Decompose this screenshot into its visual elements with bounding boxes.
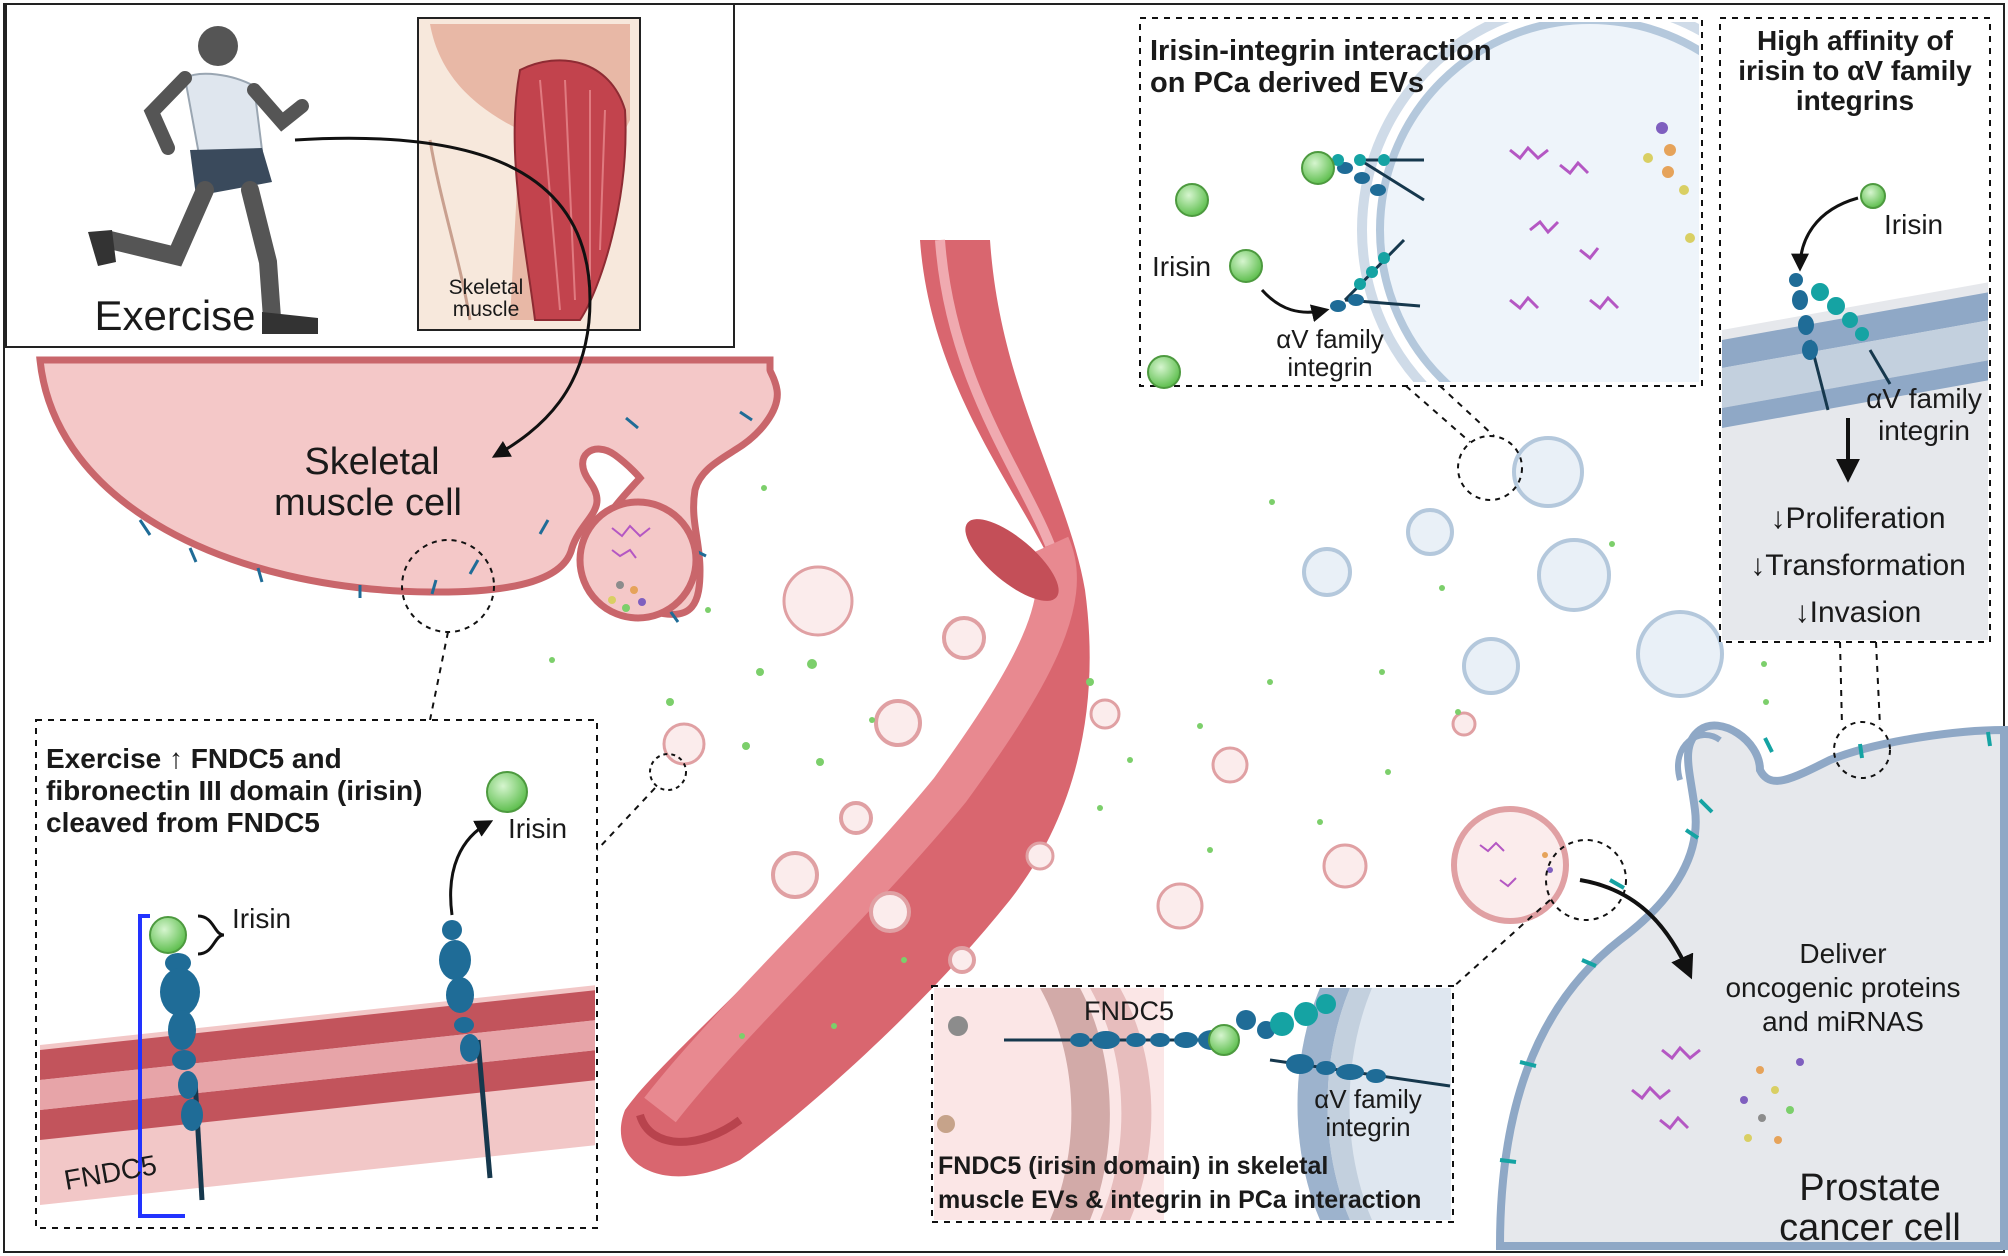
integrin-zoom-connector-b [1439,385,1495,437]
muscle-cell-label-line1: Skeletal [304,441,439,483]
fndc5-protein [160,953,205,1201]
affinity-title-line2: irisin to αV family [1738,55,1972,86]
ev-caption-line1: FNDC5 (irisin domain) in skeletal [938,1152,1328,1180]
ev-integrin-line1: αV family [1314,1084,1422,1114]
affinity-zoom-connector-b [1875,641,1881,727]
fndc5-title-line2: fibronectin III domain (irisin) [46,775,422,806]
cancer-cell-label-line1: Prostate [1799,1167,1941,1209]
affinity-effect-1: ↓Proliferation [1770,502,1945,535]
irisin-brace [197,914,225,956]
cancer-cell-label-line2: cancer cell [1779,1207,1961,1249]
blood-vessel [620,239,1090,1177]
ev-integrin [1236,994,1451,1088]
irisin-on-fndc5 [149,916,187,954]
inset-integrin-1 [1332,154,1425,202]
muscle-cell-label-line2: muscle cell [274,482,462,524]
exercise-panel: Exercise Skeletal muscle [5,3,735,458]
integrin-inset-title-line2: on PCa derived EVs [1150,67,1424,99]
ev-zoom-circle-right [1545,839,1627,921]
integrin-inset-irisin-label: Irisin [1152,251,1211,282]
deliver-arrow [1579,878,1694,980]
cancer-integrins [1499,731,1992,1164]
exercise-to-muscle-arrow [294,136,592,458]
ev-integrin-line2: integrin [1325,1112,1410,1142]
affinity-effect-2: ↓Transformation [1750,549,1966,582]
affinity-integrin [1789,273,1892,411]
fndc5-title-line3: cleaved from FNDC5 [46,807,320,838]
muscle-derived-evs [662,565,1477,930]
ev-interaction-inset: FNDC5 αV family integrin FNDC5 (irisin d… [931,839,1627,1223]
ev-caption-line2: muscle EVs & integrin in PCa interaction [938,1186,1421,1214]
cleaved-fndc5-protein [439,920,493,1179]
fndc5-title-line1: Exercise ↑ FNDC5 and [46,743,342,774]
skeletal-muscle-cell [36,356,781,618]
outer-frame [3,3,2005,1253]
affinity-zoom-circle [1833,721,1891,779]
vessel-vesicles [771,616,986,974]
integrin-inset-title-line1: Irisin-integrin interaction [1150,35,1492,67]
affinity-irisin [1860,183,1886,209]
affinity-effect-3: ↓Invasion [1795,596,1922,629]
deliver-label-line3: and miRNAS [1762,1006,1924,1037]
fndc5-inset: Irisin FNDC5 Irisin Exercise ↑ FNDC5 and… [35,539,598,1229]
muscle-ev-bud [576,498,700,622]
affinity-irisin-label: Irisin [1884,209,1943,240]
incoming-irisin [1229,249,1263,283]
runner-icon [88,26,318,334]
brace-irisin-label: Irisin [232,903,291,934]
muscle-thumb-label-line1: Skeletal [449,276,524,299]
cancer-derived-evs [1302,436,1724,698]
free-irisin-inset-2 [1147,355,1181,389]
affinity-integrin-line1: αV family [1866,383,1982,414]
irisin-binding-arrow [1260,288,1330,323]
free-irisin-dots [549,485,1769,1039]
bound-irisin-1 [1301,151,1335,185]
prostate-cancer-cell [1495,721,2008,1250]
integrin-inset: Irisin αV family integrin Irisin-integri… [1139,17,1703,501]
affinity-title-line3: integrins [1796,85,1914,116]
delivered-cargo [1631,1045,1804,1144]
ev-irisin [1208,1024,1240,1056]
integrin-inset-integrin-line2: integrin [1287,352,1372,382]
free-irisin-inset [1175,183,1209,217]
fndc5-bracket [138,914,185,1218]
docking-ev [1451,806,1569,924]
integrin-zoom-circle [1457,435,1523,501]
integrin-zoom-connector-a [1405,385,1471,443]
affinity-inset: Irisin αV family integrin ↓Proliferation… [1719,17,1991,779]
inset-integrin-2 [1330,238,1421,312]
integrin-inset-integrin-line1: αV family [1276,324,1384,354]
released-irisin [486,771,528,813]
deliver-label-line2: oncogenic proteins [1725,972,1960,1003]
affinity-integrin-line2: integrin [1878,415,1970,446]
ev-zoom-connector-right [1451,899,1551,989]
affinity-title-line1: High affinity of [1757,25,1954,56]
ev-zoom-connector-left [596,787,656,851]
exercise-label: Exercise [94,292,255,339]
muscle-thumb-label-line2: muscle [453,298,520,321]
leg-muscle-illustration: Skeletal muscle [417,17,641,331]
affinity-zoom-connector-a [1839,641,1843,727]
irisin-release-arrow [449,820,494,916]
deliver-label-line1: Deliver [1799,938,1886,969]
affinity-binding-arrow [1791,196,1859,272]
released-irisin-label: Irisin [508,813,567,844]
ev-zoom-circle-left [649,753,687,791]
ev-fndc5-label: FNDC5 [1084,996,1174,1026]
